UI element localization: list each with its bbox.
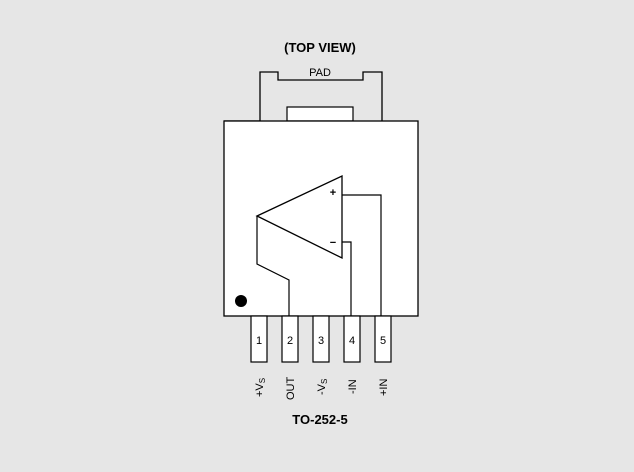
pin-number: 2	[287, 335, 293, 347]
plus-in-wire	[342, 194, 382, 316]
pad-tab-outline	[224, 71, 383, 122]
pin-label: +IN	[378, 379, 390, 396]
pin-label: -IN	[347, 379, 359, 394]
pin-2: 2 OUT	[281, 315, 299, 401]
minus-in-wire	[342, 241, 352, 316]
pin-5: 5 +IN	[374, 315, 392, 396]
pin-number: 4	[349, 335, 355, 347]
pin-number: 1	[256, 335, 262, 347]
pin-lead	[374, 315, 392, 363]
out-wire	[256, 216, 290, 316]
opamp-minus-sign: −	[330, 237, 336, 249]
pin-number: 5	[380, 335, 386, 347]
opamp-plus-sign: +	[330, 187, 336, 199]
pin-lead	[281, 315, 299, 363]
pin-lead	[312, 315, 330, 363]
view-label: (TOP VIEW)	[284, 40, 356, 55]
pin-number: 3	[318, 335, 324, 347]
pad-label: PAD	[309, 67, 331, 79]
opamp-triangle-icon	[255, 174, 343, 260]
pin-1: 1 +VS	[250, 315, 268, 397]
pin-lead	[343, 315, 361, 363]
pin-4: 4 -IN	[343, 315, 361, 394]
pad-slot	[286, 106, 354, 122]
pin-label: OUT	[285, 377, 297, 401]
pin-label: -VS	[316, 379, 329, 395]
pin-lead	[250, 315, 268, 363]
pin-3: 3 -VS	[312, 315, 330, 395]
pin1-marker-dot	[235, 295, 247, 307]
pin-label: +VS	[254, 378, 267, 397]
package-label: TO-252-5	[292, 412, 347, 427]
